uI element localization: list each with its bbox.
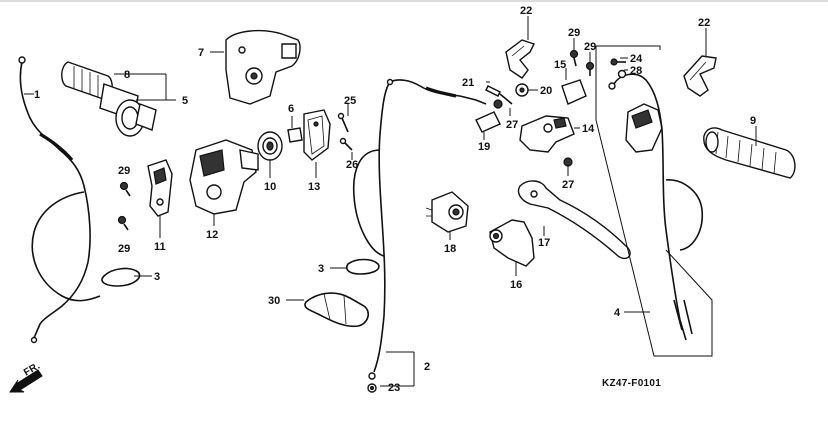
clutch-switch: [425, 191, 469, 233]
leader-lines: [24, 16, 757, 387]
callout-22-left: 22: [520, 5, 532, 17]
throttle-housing-lower: [189, 139, 259, 215]
callout-26: 26: [346, 159, 358, 171]
strap-22-left: [505, 39, 535, 79]
lever-holder: [147, 159, 173, 217]
bolt-29-upper-left: [119, 181, 131, 197]
callout-10: 10: [264, 181, 276, 193]
clutch-lever: [517, 180, 631, 260]
adjuster-19: [475, 111, 501, 133]
callout-29-upper-center: 29: [568, 27, 580, 39]
bolt-29-upper-right: [585, 61, 595, 76]
callout-29-upper-right: 29: [584, 41, 596, 53]
throttle-grip-assembly: [61, 61, 157, 137]
callout-18: 18: [444, 243, 456, 255]
throttle-pulley: [257, 131, 283, 161]
lever-holder-16: [489, 219, 535, 267]
callout-16: 16: [510, 279, 522, 291]
callout-24: 24: [630, 53, 643, 65]
clamp-15: [561, 79, 587, 105]
callout-27-lower: 27: [562, 179, 574, 191]
callout-17: 17: [538, 237, 550, 249]
handlebar-grip-left: [703, 127, 796, 179]
callout-22-right: 22: [698, 17, 710, 29]
clutch-cable: [352, 78, 487, 380]
screw-25: [337, 112, 349, 133]
callout-1: 1: [34, 89, 40, 101]
callout-8: 8: [124, 69, 130, 81]
nut-27-upper: [493, 99, 503, 109]
callout-4: 4: [614, 307, 621, 319]
callout-3-center: 3: [318, 263, 324, 275]
callout-27-upper: 27: [506, 119, 518, 131]
callout-19: 19: [478, 141, 490, 153]
callout-12: 12: [206, 229, 218, 241]
cable-band-center: [345, 258, 380, 275]
callout-2: 2: [424, 361, 430, 373]
callout-30: 30: [268, 295, 280, 307]
adjuster-bolt-21: [485, 85, 513, 105]
cable-guide: [304, 292, 370, 328]
callout-23: 23: [388, 382, 400, 394]
callout-5: 5: [182, 95, 188, 107]
washer-28: [617, 69, 627, 79]
nut-27-lower: [563, 157, 573, 167]
bolt-29-lower-left: [117, 215, 129, 231]
strap-22-right: [683, 55, 717, 97]
pin-20: [515, 83, 529, 97]
callout-20: 20: [540, 85, 552, 97]
callout-21: 21: [462, 77, 474, 89]
callout-11: 11: [154, 241, 166, 253]
callout-labels: 1 8 5 7 6 10 13 25 26 29 29 11 12 3 3 30…: [34, 5, 756, 394]
nut-23: [367, 383, 377, 393]
callout-29-lower-left: 29: [118, 243, 130, 255]
screw-26: [339, 137, 353, 151]
callout-7: 7: [198, 47, 204, 59]
callout-15: 15: [554, 59, 566, 71]
collar: [287, 127, 303, 143]
callout-28: 28: [630, 65, 642, 77]
housing-cover: [303, 109, 331, 161]
callout-14: 14: [582, 123, 595, 135]
switch-harness-group: [595, 45, 713, 357]
cable-band-left: [101, 267, 141, 287]
callout-13: 13: [308, 181, 320, 193]
screw-24: [610, 58, 626, 66]
diagram-code: KZ47-F0101: [602, 378, 661, 389]
throttle-housing-upper: [225, 29, 301, 105]
callout-3-left: 3: [154, 271, 160, 283]
callout-29-upper-left: 29: [118, 165, 130, 177]
callout-9: 9: [750, 115, 756, 127]
lever-bracket-14: [519, 115, 575, 153]
callout-6: 6: [288, 103, 294, 115]
throttle-cable: [18, 56, 101, 344]
callout-25: 25: [344, 95, 356, 107]
front-direction-arrow: FR.: [9, 361, 43, 393]
bolt-29-upper-center: [569, 49, 579, 67]
